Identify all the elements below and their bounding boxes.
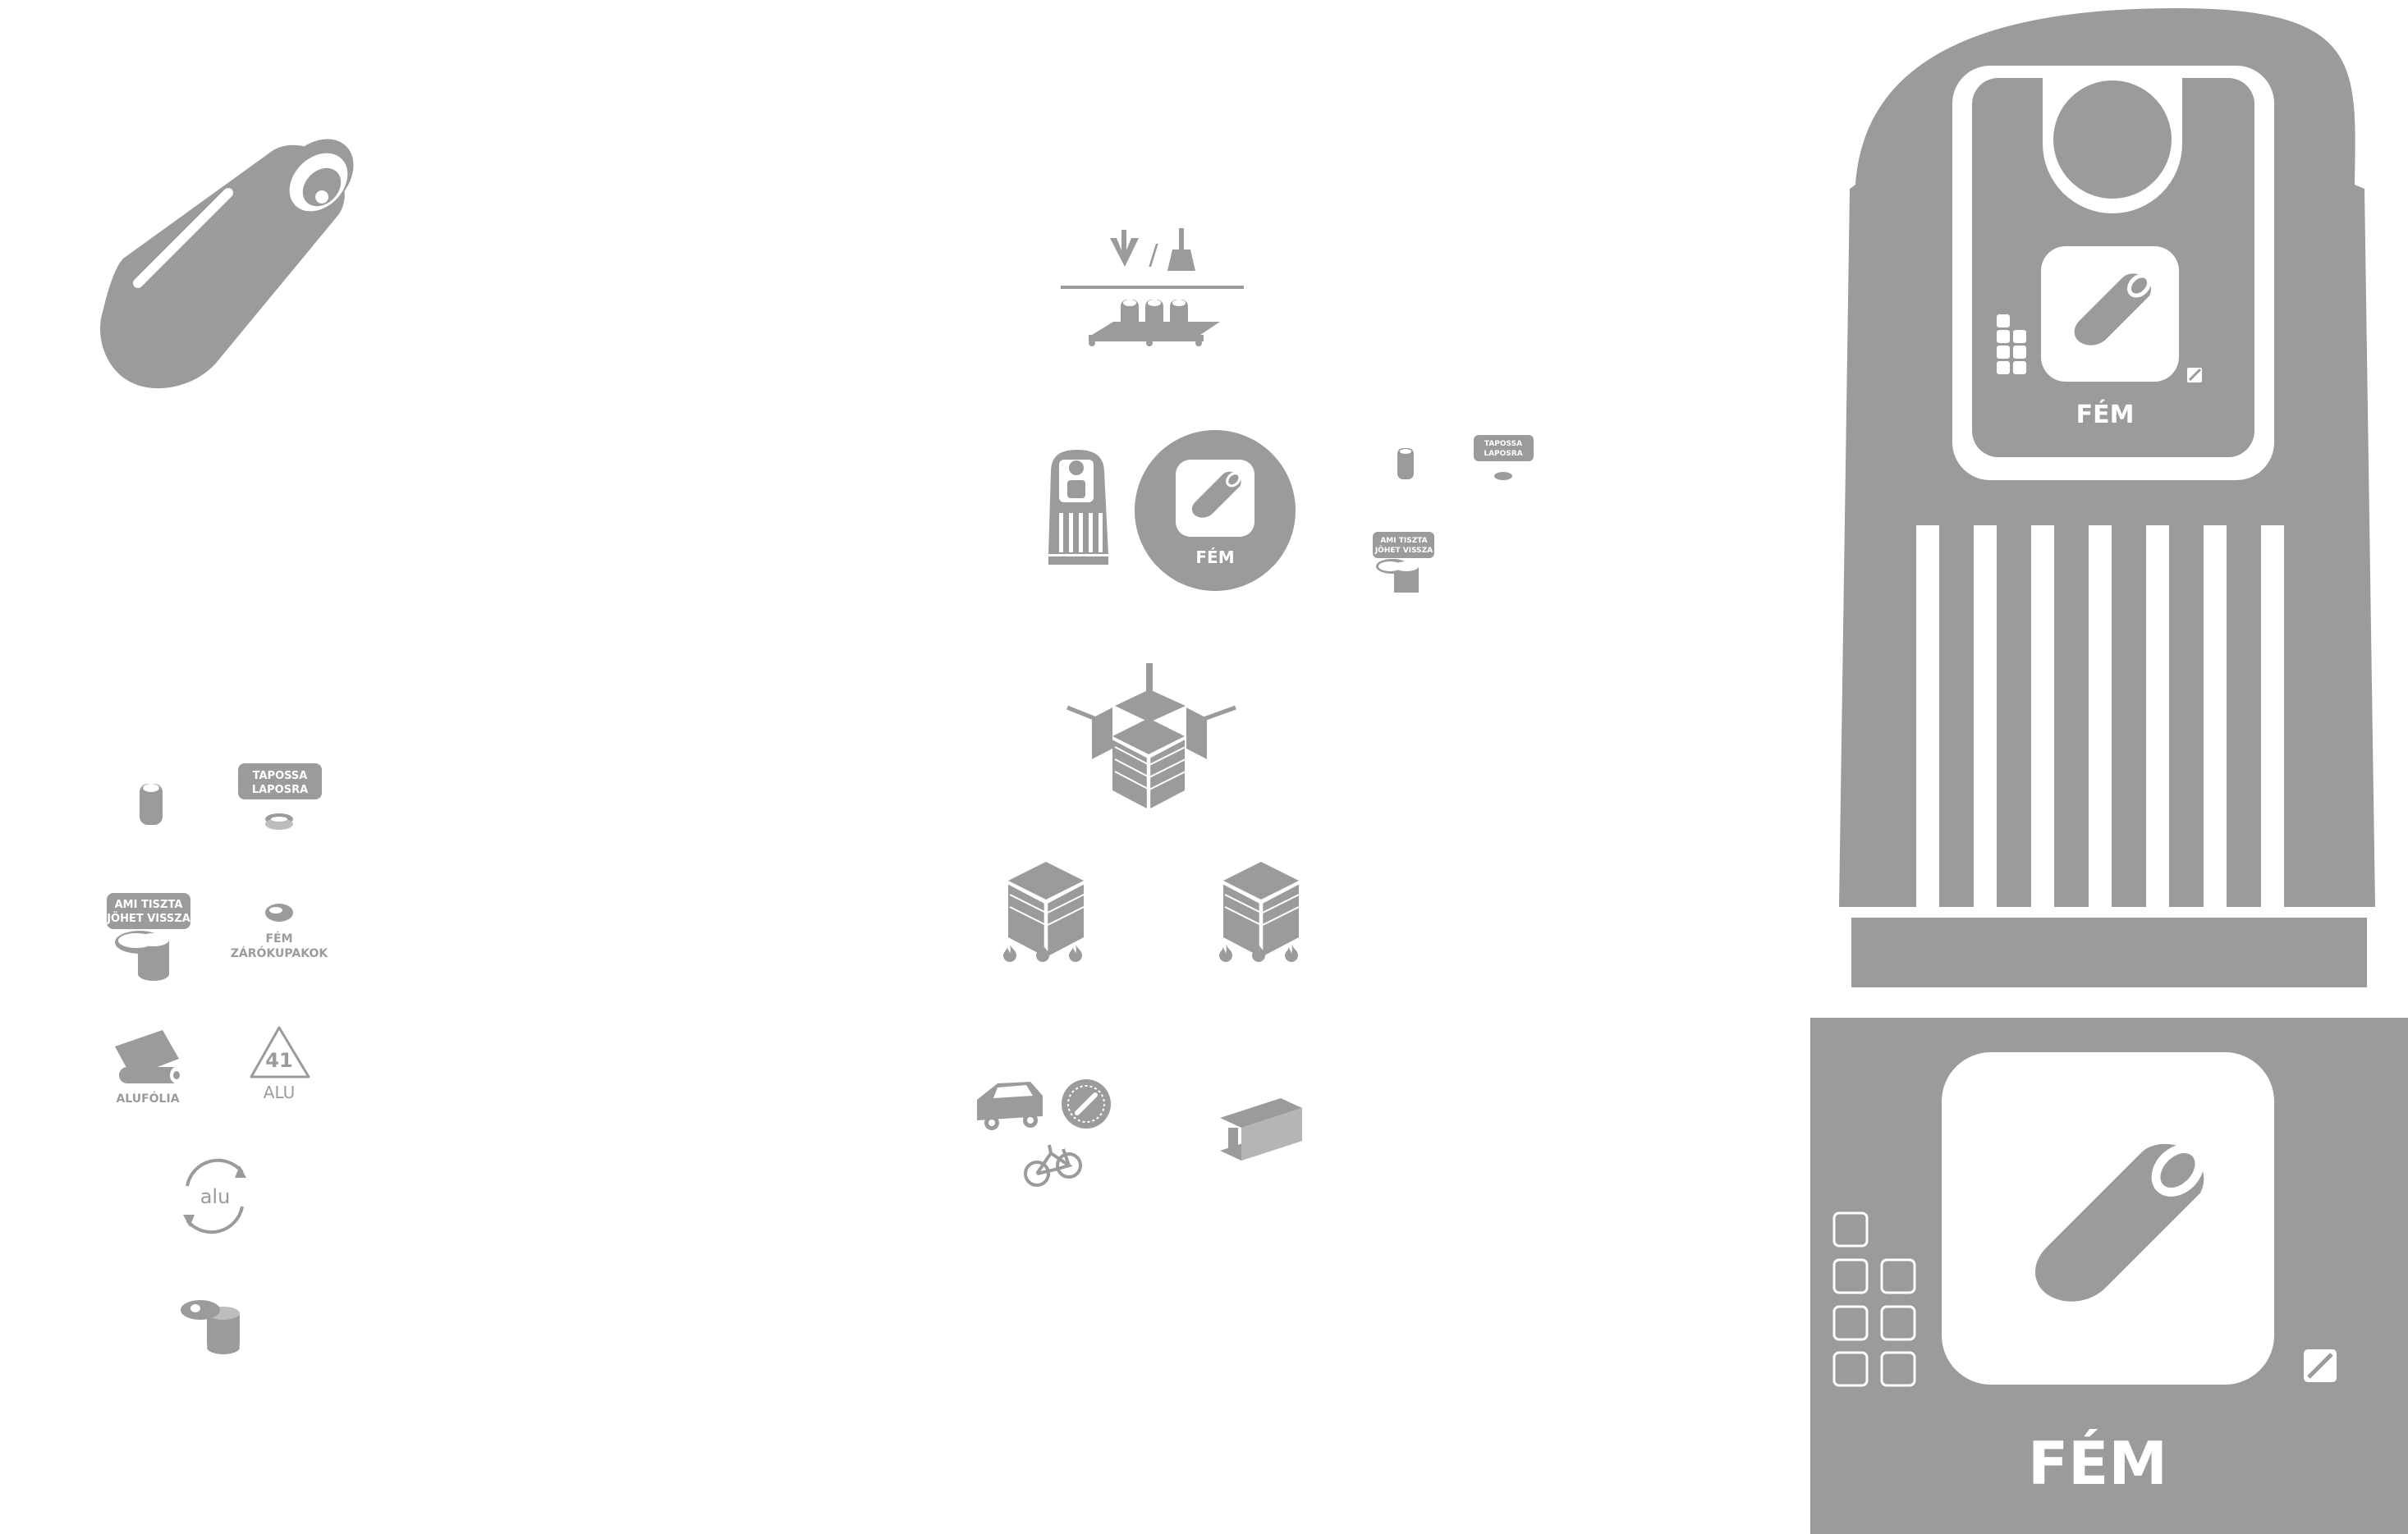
car-icon — [977, 1082, 1043, 1130]
tapossa-line2: LAPOSRA — [252, 784, 308, 796]
small-ami-tiszta-line2: JÖHET VISSZA — [1374, 546, 1433, 555]
bottle-cap-icon — [265, 904, 293, 922]
bale-stack-left — [1003, 862, 1085, 962]
small-tapossa-line2: LAPOSRA — [1484, 450, 1522, 458]
bin-mini-instructions — [1997, 314, 2026, 374]
bin-no-paint-icon — [2187, 368, 2202, 382]
large-bin-illustration — [1839, 8, 2375, 987]
fem-zarokupakok-line1: FÉM — [265, 932, 292, 946]
recycling-triangle-icon — [250, 1026, 310, 1078]
panel-label: FÉM — [2028, 1429, 2167, 1498]
panel-no-paint-icon — [2304, 1349, 2337, 1382]
small-bin-icon — [1048, 450, 1108, 565]
bicycle-icon — [1024, 1144, 1082, 1187]
conveyor-icon — [1089, 300, 1220, 346]
tapossa-line1: TAPOSSA — [253, 770, 308, 782]
panel-mini-instructions — [1832, 1211, 1916, 1387]
flattened-can-icon — [265, 813, 293, 830]
can-icon — [140, 784, 163, 825]
ami-tiszta-badge: AMI TISZTA JÖHET VISSZA — [106, 893, 190, 929]
foil-roll-icon — [115, 1030, 183, 1083]
tapossa-laposra-badge: TAPOSSA LAPOSRA — [238, 763, 322, 799]
press-machine-icon — [1066, 663, 1236, 808]
fem-round-badge — [1135, 430, 1296, 591]
ami-tiszta-line2: JÖHET VISSZA — [106, 912, 190, 925]
alufolia-label: ALUFÓLIA — [116, 1091, 179, 1106]
small-tapossa-line1: TAPOSSA — [1484, 440, 1522, 448]
fem-panel — [1810, 1018, 2408, 1534]
small-can-icon — [1397, 448, 1414, 479]
open-tin-icon — [115, 931, 169, 981]
saw-blade-icon — [1062, 1079, 1111, 1129]
press-down-icon — [1110, 230, 1139, 267]
small-ami-tiszta-badge: AMI TISZTA JÖHET VISSZA — [1373, 532, 1434, 593]
fem-zarokupakok-line2: ZÁRÓKUPAKOK — [231, 946, 329, 960]
separator-slash: / — [1149, 239, 1158, 272]
small-tapossa-badge: TAPOSSA LAPOSRA — [1474, 435, 1534, 480]
brush-icon — [1167, 228, 1195, 271]
small-ami-tiszta-line1: AMI TISZTA — [1380, 537, 1427, 545]
ami-tiszta-line1: AMI TISZTA — [115, 899, 183, 911]
bale-stack-right — [1219, 862, 1300, 962]
tin-with-lid-icon — [181, 1300, 240, 1354]
bin-label: FÉM — [2076, 400, 2135, 429]
steel-beam-icon — [1220, 1098, 1302, 1161]
large-can-icon — [100, 139, 354, 389]
recycle-material: ALU — [264, 1083, 295, 1102]
alu-cycle-icon — [183, 1158, 246, 1234]
recycle-code: 41 — [265, 1049, 292, 1072]
alu-cycle-label: alu — [200, 1185, 231, 1208]
fem-round-badge-label: FÉM — [1195, 547, 1234, 567]
